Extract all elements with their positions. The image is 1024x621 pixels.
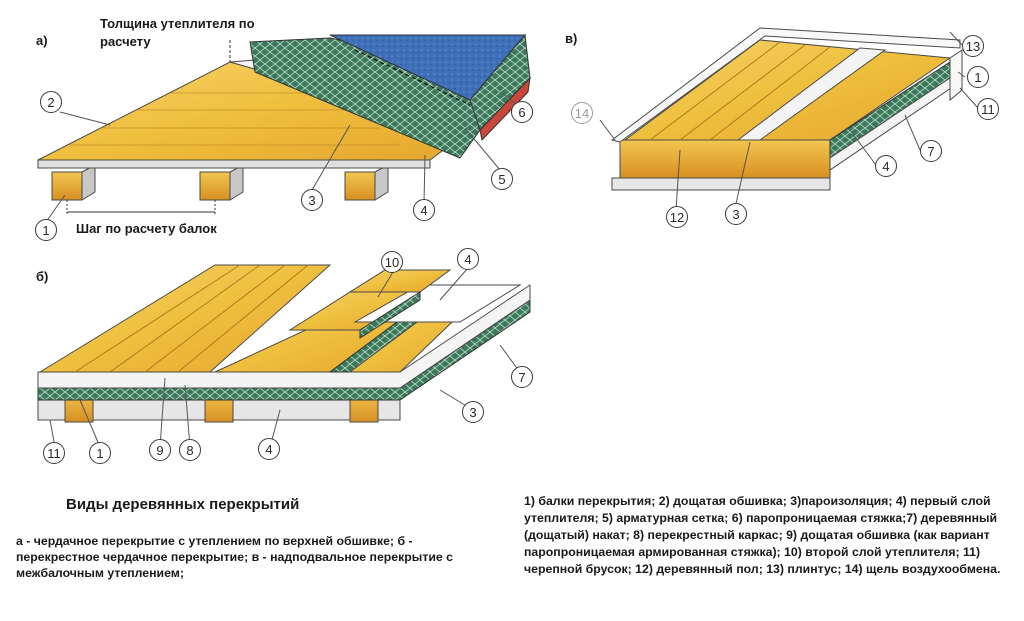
callout-a-6: 6 [511, 101, 533, 123]
callout-v-12: 12 [666, 206, 688, 228]
panel-v-drawing [599, 27, 979, 211]
callout-b-10: 10 [381, 251, 403, 273]
panel-v-floor-boards [623, 39, 952, 141]
callout-v-13: 13 [962, 35, 984, 57]
caption-legend: 1) балки перекрытия; 2) дощатая обшивка;… [524, 494, 1001, 576]
callout-b-11: 11 [43, 442, 65, 464]
callout-b-4-bottom: 4 [258, 438, 280, 460]
callout-b-8: 8 [179, 439, 201, 461]
caption-types: а - чердачное перекрытие с утеплением по… [16, 534, 453, 580]
caption-title: Виды деревянных перекрытий [66, 496, 300, 513]
panel-label-b: б) [36, 269, 49, 284]
panel-a-drawing [37, 33, 531, 223]
callout-v-14: 14 [571, 102, 593, 124]
callout-a-1: 1 [35, 219, 57, 241]
callout-a-4: 4 [413, 199, 435, 221]
callout-b-3: 3 [462, 401, 484, 423]
callout-a-3: 3 [301, 189, 323, 211]
insulation-thickness-note: Толщина утеплителя по расчету [100, 16, 255, 49]
panel-label-v: в) [565, 31, 578, 46]
panel-a-beams [51, 164, 389, 201]
callout-b-7: 7 [511, 366, 533, 388]
callout-v-11: 11 [977, 98, 999, 120]
callout-v-4: 4 [875, 155, 897, 177]
callout-a-2: 2 [40, 91, 62, 113]
panel-b-drawing [37, 264, 531, 448]
beam-spacing-note: Шаг по расчету балок [76, 221, 217, 236]
panel-label-a: а) [36, 33, 48, 48]
callout-b-4-top: 4 [457, 248, 479, 270]
callout-v-3: 3 [725, 203, 747, 225]
callout-v-7: 7 [920, 140, 942, 162]
callout-b-1: 1 [89, 442, 111, 464]
callout-b-9: 9 [149, 439, 171, 461]
callout-v-1: 1 [967, 66, 989, 88]
callout-a-5: 5 [491, 168, 513, 190]
